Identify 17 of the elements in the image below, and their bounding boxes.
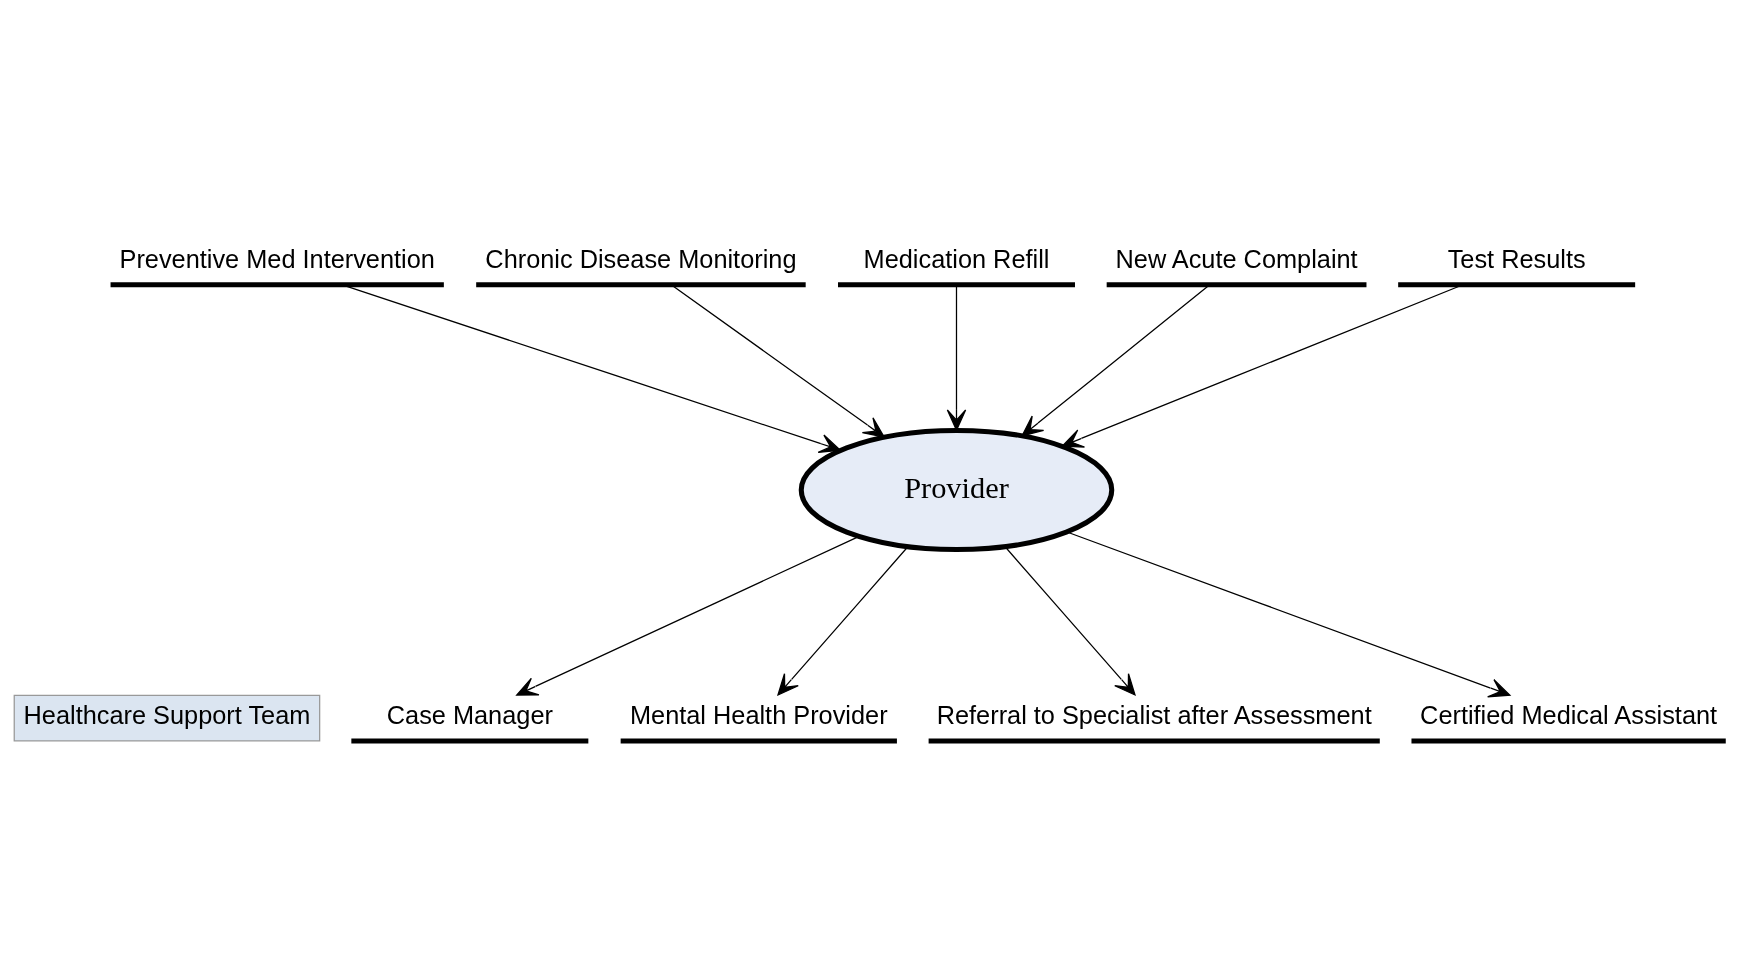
node-text: New Acute Complaint bbox=[1115, 245, 1358, 274]
arrow bbox=[1021, 284, 1211, 437]
arrow bbox=[777, 546, 909, 696]
arrow bbox=[670, 284, 885, 438]
node-text: Mental Health Provider bbox=[629, 701, 888, 730]
node-text: Certified Medical Assistant bbox=[1420, 701, 1718, 730]
arrow bbox=[1004, 546, 1136, 696]
node-text: Chronic Disease Monitoring bbox=[485, 245, 797, 274]
arrow bbox=[1066, 531, 1511, 698]
node-text: Referral to Specialist after Assessment bbox=[936, 701, 1372, 730]
node-text: Medication Refill bbox=[863, 245, 1050, 274]
node-box: Healthcare Support Team bbox=[13, 694, 321, 742]
node-text: Case Manager bbox=[386, 701, 553, 730]
node-text: Test Results bbox=[1447, 245, 1586, 274]
arrow bbox=[516, 536, 860, 696]
arrow bbox=[946, 284, 967, 431]
node-text: Preventive Med Intervention bbox=[119, 245, 435, 274]
